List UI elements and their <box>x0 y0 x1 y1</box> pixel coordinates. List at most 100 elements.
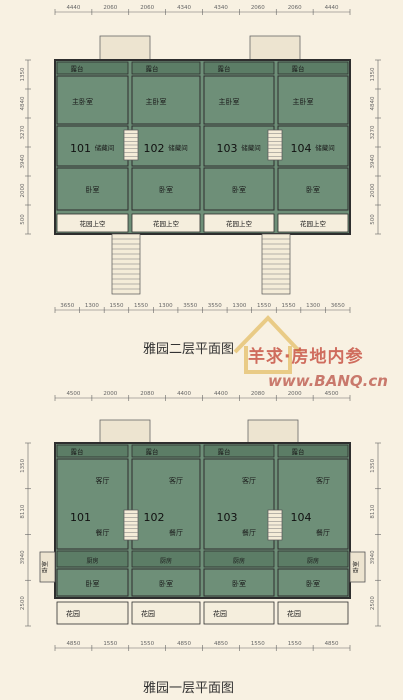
watermark-brand: 羊求·房地内参 <box>248 347 364 367</box>
bottom-dimension-label: 1550 <box>257 303 271 309</box>
left-dimension-label: 4840 <box>20 96 26 110</box>
bottom-dimension-label: 1550 <box>134 303 148 309</box>
right-dimension-label: 2000 <box>370 183 376 197</box>
left-dimension-label: 1350 <box>20 458 26 472</box>
garden-void <box>277 213 349 233</box>
bedroom-label: 卧室 <box>306 579 320 588</box>
right-dimension-label: 3940 <box>370 154 376 168</box>
dining-label: 餐厅 <box>316 528 330 537</box>
master-bedroom-label: 主卧室 <box>219 97 240 106</box>
balcony-label: 露台 <box>218 64 231 73</box>
second-floor-title: 雅园二层平面图 <box>143 342 235 357</box>
unit-number: 103 <box>217 511 238 524</box>
top-dimension-label: 4340 <box>177 5 191 11</box>
bedroom-label: 卧室 <box>159 185 173 194</box>
side-annex-label-left: 卧室 <box>41 561 49 573</box>
balcony <box>203 444 275 458</box>
unit-number: 104 <box>291 142 312 155</box>
left-dimension-label: 1350 <box>20 67 26 81</box>
side-annex-right <box>349 551 366 583</box>
left-dimension-label: 3940 <box>20 550 26 564</box>
top-dimension-label: 2080 <box>140 391 154 397</box>
bedroom <box>56 568 129 597</box>
kitchen-label: 厨房 <box>307 557 319 565</box>
storage-room <box>56 125 129 167</box>
balcony <box>277 61 349 75</box>
master-bedroom-label: 主卧室 <box>293 97 314 106</box>
storage-label: 储藏间 <box>241 143 261 152</box>
top-dimension-label: 2000 <box>103 391 117 397</box>
balcony-label: 露台 <box>146 64 159 73</box>
bottom-dimension-label: 1300 <box>159 303 173 309</box>
balcony <box>131 61 201 75</box>
master-bedroom-label: 主卧室 <box>146 97 167 106</box>
watermark-url: www.BANQ.cn <box>268 372 388 390</box>
kitchen-label: 厨房 <box>160 557 172 565</box>
bottom-dimension-label: 4850 <box>177 641 191 647</box>
kitchen-label: 厨房 <box>233 557 245 565</box>
bottom-dimension-label: 3550 <box>208 303 222 309</box>
master-bedroom <box>131 75 201 125</box>
right-dimension-label: 3270 <box>370 125 376 139</box>
bedroom <box>277 167 349 211</box>
garden-void-label: 花园上空 <box>80 219 107 228</box>
bedroom <box>131 167 201 211</box>
unit-number: 102 <box>144 142 165 155</box>
bedroom-label: 卧室 <box>232 579 246 588</box>
top-dimension-label: 4400 <box>177 391 191 397</box>
top-dimension-label: 2060 <box>251 5 265 11</box>
master-bedroom <box>56 75 129 125</box>
right-dimension-label: 4840 <box>370 96 376 110</box>
bottom-dimension-label: 3550 <box>183 303 197 309</box>
garden-label: 花园 <box>66 609 80 618</box>
living-dining <box>277 458 349 550</box>
right-dimension-label: 2500 <box>370 596 376 610</box>
unit-number: 104 <box>291 511 312 524</box>
garden-void <box>56 213 129 233</box>
kitchen-label: 厨房 <box>86 557 98 565</box>
balcony <box>56 61 129 75</box>
balcony <box>56 444 129 458</box>
garden-void <box>131 213 201 233</box>
garden-label: 花园 <box>287 609 301 618</box>
storage-label: 储藏间 <box>315 143 335 152</box>
storage-label: 储藏间 <box>95 143 115 152</box>
top-dimension-label: 4500 <box>66 391 80 397</box>
master-bedroom <box>277 75 349 125</box>
bedroom-label: 卧室 <box>306 185 320 194</box>
bedroom-label: 卧室 <box>159 579 173 588</box>
left-dimension-label: 2500 <box>20 596 26 610</box>
bottom-dimension-label: 1550 <box>140 641 154 647</box>
side-annex-left <box>39 551 56 583</box>
bedroom <box>131 568 201 597</box>
right-dimension-label: 3940 <box>370 550 376 564</box>
first-floor-title: 雅园一层平面图 <box>143 681 235 696</box>
bedroom <box>56 167 129 211</box>
living-dining <box>203 458 275 550</box>
top-dimension-label: 2060 <box>140 5 154 11</box>
top-dimension-label: 4440 <box>66 5 80 11</box>
top-dimension-label: 2000 <box>288 391 302 397</box>
bottom-dimension-label: 1550 <box>251 641 265 647</box>
kitchen <box>277 550 349 568</box>
bottom-dimension-label: 1550 <box>288 641 302 647</box>
top-dimension-label: 4400 <box>214 391 228 397</box>
roof-top-left <box>99 35 151 61</box>
garden <box>131 601 201 625</box>
bottom-dimension-label: 4850 <box>66 641 80 647</box>
garden-label: 花园 <box>141 609 155 618</box>
top-dimension-label: 2060 <box>103 5 117 11</box>
bedroom-label: 卧室 <box>232 185 246 194</box>
balcony <box>203 61 275 75</box>
garden-void <box>203 213 275 233</box>
watermark-house-icon <box>233 315 302 374</box>
unit-number: 102 <box>144 511 165 524</box>
living-label: 客厅 <box>169 476 183 485</box>
unit-number: 101 <box>70 142 91 155</box>
living-label: 客厅 <box>96 476 110 485</box>
right-dimension-label: 8110 <box>370 504 376 518</box>
storage-room <box>203 125 275 167</box>
kitchen <box>56 550 129 568</box>
bedroom <box>203 568 275 597</box>
